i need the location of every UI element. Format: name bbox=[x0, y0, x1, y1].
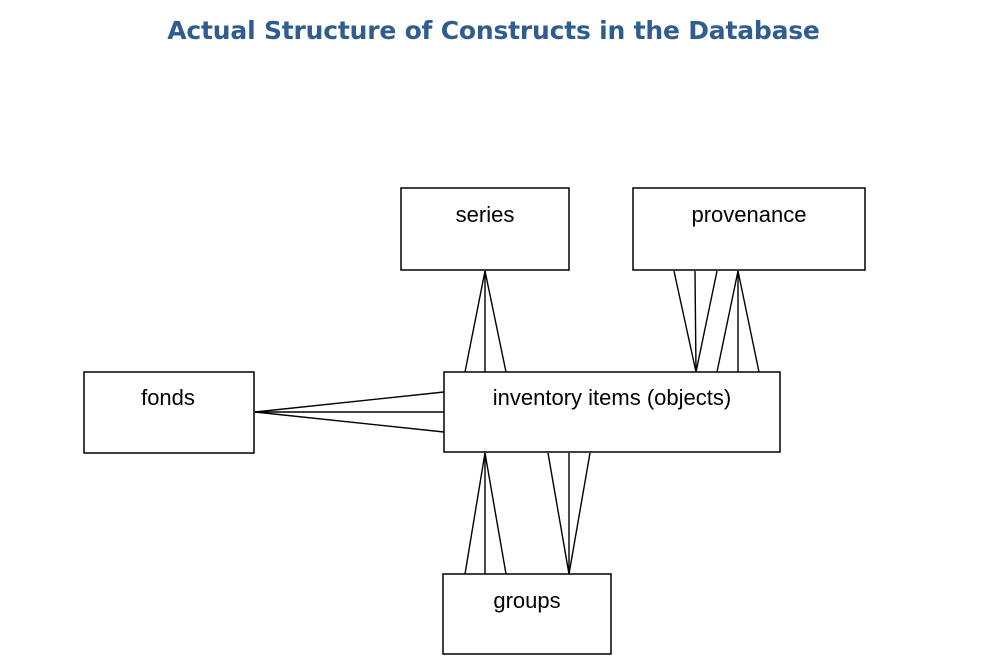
node-provenance: provenance bbox=[632, 187, 866, 271]
node-fonds: fonds bbox=[83, 371, 255, 454]
connector-fonds bbox=[254, 391, 445, 433]
node-inventory-items: inventory items (objects) bbox=[443, 371, 781, 453]
node-provenance-label: provenance bbox=[692, 202, 807, 227]
connector-series bbox=[464, 270, 507, 373]
node-groups-label: groups bbox=[493, 588, 560, 613]
node-fonds-label: fonds bbox=[141, 385, 195, 410]
node-series: series bbox=[400, 187, 570, 271]
node-series-label: series bbox=[456, 202, 515, 227]
connector-groups bbox=[464, 452, 591, 575]
page-title: Actual Structure of Constructs in the Da… bbox=[167, 16, 820, 45]
node-groups: groups bbox=[442, 573, 612, 655]
connector-provenance bbox=[673, 270, 760, 373]
node-inventory-items-label: inventory items (objects) bbox=[493, 385, 731, 410]
